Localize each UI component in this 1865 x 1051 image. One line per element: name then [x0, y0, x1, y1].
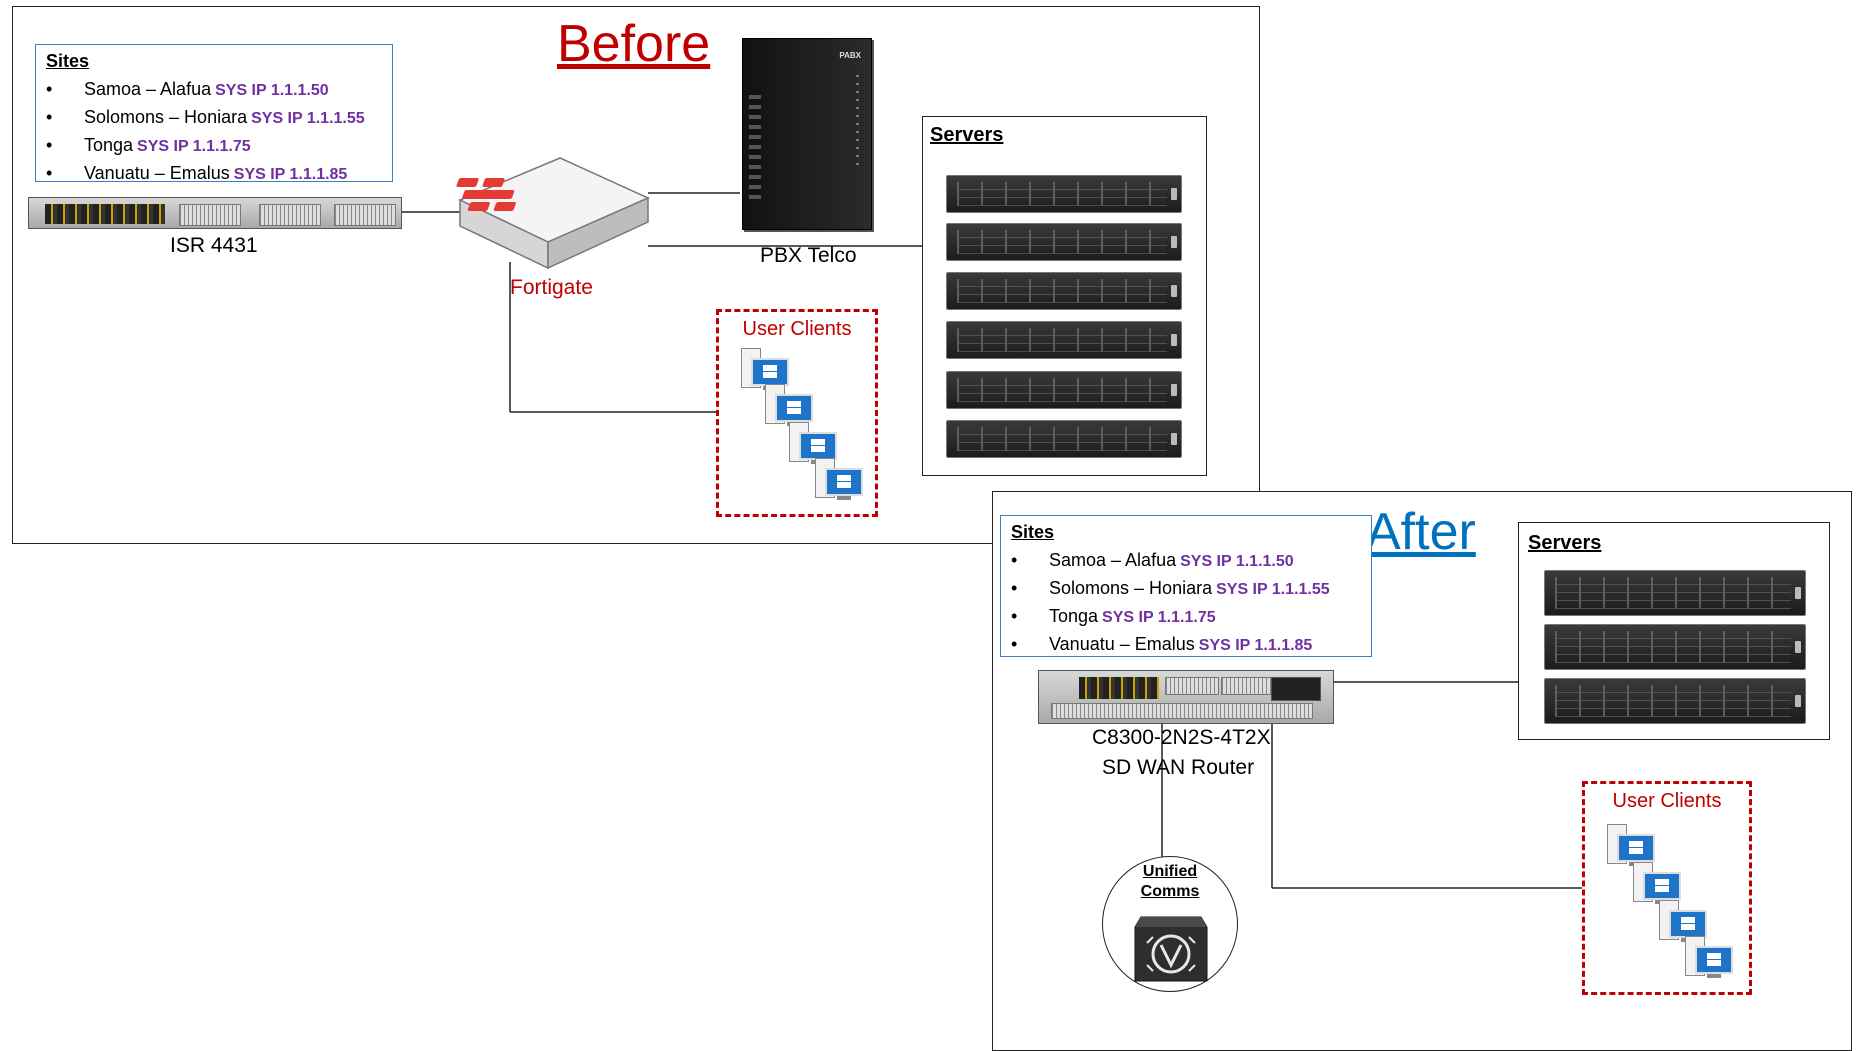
site-name: Solomons – Honiara [84, 107, 248, 127]
site-name: Vanuatu – Emalus [84, 163, 230, 183]
site-ip: SYS IP 1.1.1.85 [233, 166, 348, 183]
after-title: After [1366, 503, 1476, 561]
isr-4431-router-icon [28, 197, 402, 229]
client-pc-icon [1633, 862, 1685, 910]
router-vents [1051, 703, 1313, 719]
server-unit-icon [1544, 624, 1806, 670]
site-name: Solomons – Honiara [1049, 578, 1213, 598]
unified-comms-label-2: Comms [1140, 883, 1200, 900]
before-servers-title: Servers [930, 124, 1004, 146]
sd-wan-router-label: SD WAN Router [1102, 756, 1255, 779]
site-ip: SYS IP 1.1.1.75 [1102, 609, 1216, 626]
server-unit-icon [946, 371, 1182, 409]
pbx-badge: PABX [839, 51, 861, 60]
site-ip: SYS IP 1.1.1.50 [1180, 553, 1294, 570]
router-vents [1165, 677, 1219, 695]
router-vents [1221, 677, 1275, 695]
site-ip: SYS IP 1.1.1.75 [137, 138, 251, 155]
router-module [1271, 677, 1321, 701]
pbx-leds [856, 75, 859, 165]
server-unit-icon [1544, 678, 1806, 724]
pbx-device-icon: PABX [742, 38, 872, 230]
site-name: Tonga [1049, 606, 1099, 626]
pbx-telco-label: PBX Telco [760, 244, 857, 267]
client-pc-icon [765, 384, 817, 432]
router-ports [1079, 677, 1159, 699]
client-pc-icon [1685, 936, 1737, 984]
pbx-ports [749, 89, 761, 199]
before-sites-heading: Sites [46, 51, 90, 71]
fortigate-label: Fortigate [510, 276, 593, 299]
server-unit-icon [946, 272, 1182, 310]
unified-comms-label-1: Unified [1142, 863, 1198, 880]
server-unit-icon [946, 175, 1182, 213]
site-ip: SYS IP 1.1.1.55 [251, 110, 365, 127]
client-pc-icon [789, 422, 841, 470]
unified-comms-v-icon [1134, 916, 1208, 982]
before-user-clients-box: User Clients [716, 309, 878, 517]
after-user-clients-title: User Clients [1612, 790, 1722, 812]
router-vents [334, 204, 396, 226]
server-unit-icon [946, 223, 1182, 261]
site-ip: SYS IP 1.1.1.85 [1198, 637, 1313, 654]
c8300-model-label: C8300-2N2S-4T2X [1092, 726, 1271, 749]
server-unit-icon [946, 420, 1182, 458]
router-vents [179, 204, 241, 226]
router-ports [45, 204, 165, 224]
c8300-router-icon [1038, 670, 1334, 724]
site-name: Vanuatu – Emalus [1049, 634, 1195, 654]
server-unit-icon [946, 321, 1182, 359]
unified-comms-circle: Unified Comms [1102, 856, 1238, 992]
server-unit-icon [1544, 570, 1806, 616]
before-user-clients-title: User Clients [742, 318, 852, 340]
client-pc-icon [815, 458, 867, 506]
site-name: Samoa – Alafua [84, 79, 212, 99]
client-pc-icon [1607, 824, 1659, 872]
site-ip: SYS IP 1.1.1.55 [1216, 581, 1330, 598]
site-ip: SYS IP 1.1.1.50 [215, 82, 329, 99]
after-user-clients-box: User Clients [1582, 781, 1752, 995]
after-sites-heading: Sites [1011, 522, 1055, 542]
after-servers-title: Servers [1528, 532, 1602, 554]
site-name: Tonga [84, 135, 134, 155]
router-vents [259, 204, 321, 226]
before-title: Before [557, 15, 711, 73]
site-name: Samoa – Alafua [1049, 550, 1177, 570]
isr-4431-label: ISR 4431 [170, 234, 258, 257]
